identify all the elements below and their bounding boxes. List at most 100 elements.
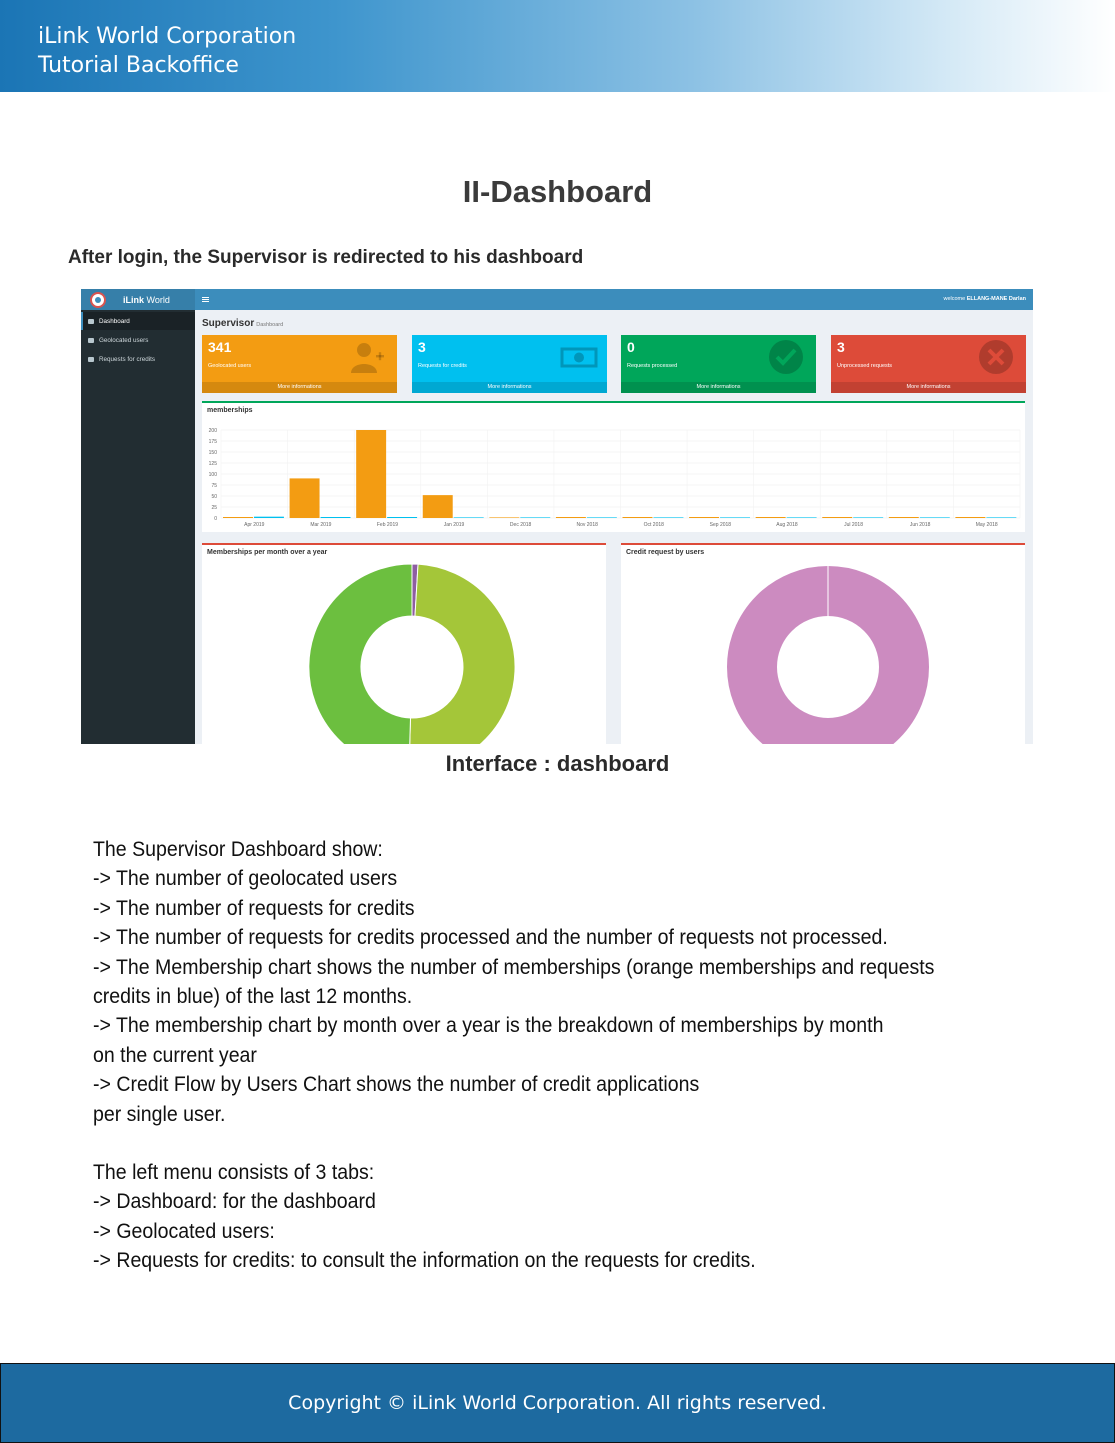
section-title: II-Dashboard (462, 174, 653, 209)
more-info-link[interactable]: More informations (831, 382, 1026, 393)
bar (289, 478, 320, 518)
bar (919, 517, 950, 518)
header-company: iLink World Corporation (38, 24, 297, 49)
description-line: -> The membership chart by month over a … (93, 1014, 884, 1038)
sidebar-item-label: Dashboard (99, 317, 130, 325)
tile-label: Requests for credits (418, 363, 467, 369)
more-info-link[interactable]: More informations (621, 382, 816, 393)
bar (422, 495, 453, 518)
description-line: -> The number of requests for credits (93, 896, 415, 920)
top-navbar: welcome ELLANG-MANE Darlan (195, 289, 1033, 310)
tile-value: 3 (418, 339, 426, 355)
x-tick-label: Nov 2018 (577, 522, 599, 528)
app-logo[interactable]: iLink World (81, 289, 195, 310)
tile-value: 0 (627, 339, 635, 355)
tile-value: 3 (837, 339, 845, 355)
description-line: -> Dashboard: for the dashboard (93, 1190, 376, 1214)
bar (453, 517, 484, 518)
sidebar-item-requests-for-credits[interactable]: Requests for credits (81, 350, 195, 368)
donut-slice (409, 563, 516, 744)
y-tick-label: 150 (209, 450, 218, 456)
check-icon (769, 340, 803, 374)
tile-unprocessed-requests: 3 Unprocessed requests More informations (831, 335, 1026, 393)
intro-text: After login, the Supervisor is redirecte… (68, 247, 584, 268)
x-tick-label: Aug 2018 (776, 522, 798, 528)
tile-requests-processed: 0 Requests processed More informations (621, 335, 816, 393)
description-line: credits in blue) of the last 12 months. (93, 985, 413, 1009)
menu-toggle-icon[interactable] (202, 297, 209, 302)
bar (520, 517, 551, 518)
y-tick-label: 75 (211, 483, 217, 489)
dashboard-icon (88, 318, 94, 324)
description-line: on the current year (93, 1043, 257, 1067)
sidebar-item-label: Requests for credits (99, 355, 155, 363)
description-line: -> Requests for credits: to consult the … (93, 1249, 756, 1273)
users-icon (88, 337, 94, 343)
bar (853, 517, 884, 518)
description-line: -> The Membership chart shows the number… (93, 955, 935, 979)
description-line: per single user. (93, 1102, 226, 1126)
bar (387, 517, 418, 518)
bar (356, 430, 387, 518)
sidebar: iLink World Dashboard Geolocated users R… (81, 289, 195, 744)
bar (320, 517, 351, 518)
bar (822, 517, 853, 518)
header-subtitle: Tutorial Backoffice (38, 53, 239, 78)
more-info-link[interactable]: More informations (412, 382, 607, 393)
bar (223, 517, 253, 518)
x-tick-label: Mar 2019 (310, 522, 331, 528)
page-footer: Copyright © iLink World Corporation. All… (0, 1363, 1115, 1443)
money-icon (560, 347, 598, 368)
tile-label: Unprocessed requests (837, 363, 893, 369)
bar (555, 517, 586, 518)
y-tick-label: 25 (211, 505, 217, 511)
bar (253, 516, 284, 518)
bar (653, 517, 684, 518)
tile-label: Requests processed (627, 363, 678, 369)
more-info-link[interactable]: More informations (202, 382, 397, 393)
app-brand: iLink World (123, 294, 170, 305)
description-line: -> Credit Flow by Users Chart shows the … (93, 1073, 700, 1097)
menu-description: The left menu consists of 3 tabs: -> Dash… (93, 1158, 1014, 1276)
bar (586, 517, 617, 518)
x-tick-label: Sep 2018 (710, 522, 732, 528)
description-line: -> The number of geolocated users (93, 867, 398, 891)
donut-slice (308, 563, 413, 744)
sidebar-item-dashboard[interactable]: Dashboard (81, 312, 195, 330)
panel-title: Credit request by users (626, 549, 705, 556)
sidebar-item-geolocated-users[interactable]: Geolocated users (81, 331, 195, 349)
x-tick-label: Jan 2019 (444, 522, 465, 528)
y-tick-label: 50 (211, 494, 217, 500)
y-tick-label: 100 (209, 472, 218, 478)
x-tick-label: Dec 2018 (510, 522, 532, 528)
x-tick-label: Apr 2019 (244, 522, 265, 528)
x-tick-label: May 2018 (976, 522, 998, 528)
description-line: -> Geolocated users: (93, 1219, 275, 1243)
tile-requests-for-credits: 3 Requests for credits More informations (412, 335, 607, 393)
bar (755, 517, 786, 518)
dashboard-description: The Supervisor Dashboard show: -> The num… (93, 835, 1014, 1129)
user-add-icon (351, 343, 384, 373)
bar (955, 517, 986, 518)
page-subtitle: Dashboard (256, 322, 284, 328)
bar (720, 517, 751, 518)
dashboard-screenshot: iLink World Dashboard Geolocated users R… (81, 289, 1033, 744)
credit-donut-chart (727, 566, 929, 744)
panel-title: memberships (207, 407, 253, 414)
panel-title: Memberships per month over a year (207, 549, 328, 556)
tile-value: 341 (208, 339, 232, 355)
tile-geolocated-users: 341 Geolocated users More informations (202, 335, 397, 393)
welcome-user[interactable]: welcome ELLANG-MANE Darlan (943, 296, 1026, 302)
cross-icon (979, 340, 1013, 374)
description-line: The Supervisor Dashboard show: (93, 838, 383, 861)
figure-caption: Interface : dashboard (445, 751, 670, 776)
bar (888, 517, 919, 518)
memberships-donut-chart (308, 563, 516, 744)
description-line: The left menu consists of 3 tabs: (93, 1161, 375, 1184)
y-tick-label: 200 (209, 428, 218, 434)
bar (622, 517, 653, 518)
x-tick-label: Jul 2018 (844, 522, 863, 528)
tile-label: Geolocated users (208, 363, 252, 369)
